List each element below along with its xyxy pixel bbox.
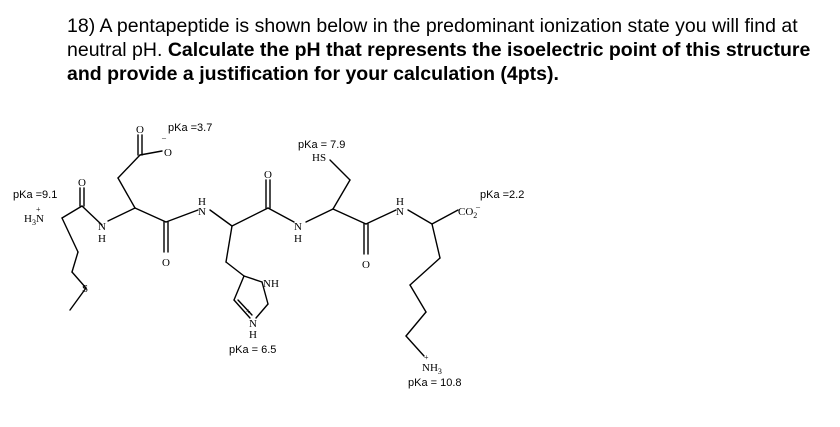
pka-lys-side-chain: pKa = 10.8 bbox=[408, 377, 462, 389]
hydrogen-label: H bbox=[396, 196, 404, 208]
nitrogen-label: N bbox=[98, 221, 106, 233]
carboxylate-minus: – bbox=[475, 202, 481, 211]
thiol-label: HS bbox=[312, 152, 326, 164]
n-terminal-amine: H3N bbox=[24, 213, 44, 227]
oxygen-label: O bbox=[136, 124, 144, 136]
oxygen-label: O bbox=[162, 257, 170, 269]
pka-his-side-chain: pKa = 6.5 bbox=[229, 344, 276, 356]
pka-c-terminus: pKa =2.2 bbox=[480, 189, 524, 201]
charge-minus: – bbox=[161, 133, 167, 142]
question-intro: 18) A pentapeptide is shown below in the… bbox=[67, 15, 798, 61]
question-text: 18) A pentapeptide is shown below in the… bbox=[67, 14, 837, 86]
question-task: Calculate the pH that represents the iso… bbox=[67, 39, 811, 85]
imidazole-plus: + bbox=[246, 307, 251, 316]
carboxylate-label: CO2 bbox=[458, 206, 477, 220]
pka-n-terminus: pKa =9.1 bbox=[13, 189, 57, 201]
carboxylate-oxygen: O bbox=[164, 147, 172, 159]
hydrogen-label: H bbox=[98, 233, 106, 245]
nitrogen-label: N bbox=[396, 206, 404, 218]
pka-cys-side-chain: pKa = 7.9 bbox=[298, 139, 345, 151]
question-points: (4pts). bbox=[494, 63, 559, 85]
peptide-backbone bbox=[61, 205, 459, 227]
oxygen-label: O bbox=[362, 259, 370, 271]
hydrogen-label: H bbox=[198, 196, 206, 208]
pka-labels: pKa =9.1 pKa =3.7 pKa = 7.9 pKa =2.2 pKa… bbox=[13, 122, 524, 389]
lys-amine-label: NH3 bbox=[422, 362, 442, 376]
n-terminal-plus: + bbox=[36, 205, 41, 214]
side-chains bbox=[61, 134, 441, 357]
oxygen-label: O bbox=[264, 169, 272, 181]
lys-amine-plus: + bbox=[424, 353, 429, 362]
nitrogen-label: N bbox=[198, 206, 206, 218]
imidazole-nh: NH bbox=[263, 278, 279, 290]
imidazole-h: H bbox=[249, 329, 257, 341]
pka-asp-side-chain: pKa =3.7 bbox=[168, 122, 212, 134]
imidazole-n: N bbox=[249, 318, 257, 330]
atom-labels: H3N + O N H S O O – O H N O N H NH + N H… bbox=[24, 124, 481, 376]
hydrogen-label: H bbox=[294, 233, 302, 245]
thioether-s: S bbox=[82, 283, 88, 295]
oxygen-label: O bbox=[78, 177, 86, 189]
nitrogen-label: N bbox=[294, 221, 302, 233]
carbonyl-bonds bbox=[79, 179, 369, 255]
